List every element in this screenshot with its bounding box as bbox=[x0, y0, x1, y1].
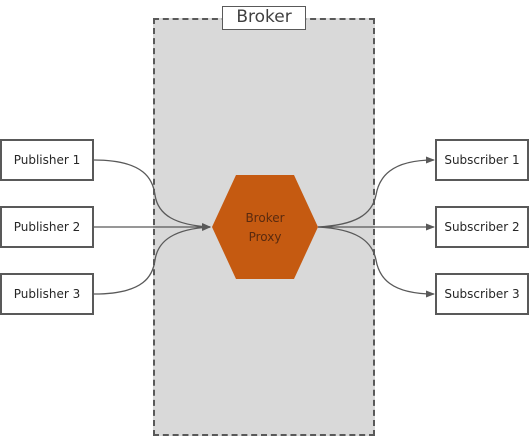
publisher-3-node: Publisher 3 bbox=[0, 273, 94, 315]
subscriber-3-node: Subscriber 3 bbox=[435, 273, 529, 315]
publisher-1-node: Publisher 1 bbox=[0, 139, 94, 181]
broker-title: Broker bbox=[222, 6, 306, 30]
publisher-2-node: Publisher 2 bbox=[0, 206, 94, 248]
edge-publisher1-proxy bbox=[93, 159, 211, 231]
broker-proxy-label: Broker Proxy bbox=[212, 209, 318, 247]
subscriber-1-node: Subscriber 1 bbox=[435, 139, 529, 181]
edge-proxy-subscriber3 bbox=[317, 226, 435, 298]
edge-proxy-subscriber1 bbox=[317, 156, 435, 228]
broker-proxy-label-line2: Proxy bbox=[248, 230, 282, 244]
broker-proxy-label-line1: Broker bbox=[245, 211, 285, 225]
subscriber-2-node: Subscriber 2 bbox=[435, 206, 529, 248]
edge-publisher3-proxy bbox=[93, 223, 211, 295]
broker-proxy-hexagon bbox=[212, 175, 318, 279]
